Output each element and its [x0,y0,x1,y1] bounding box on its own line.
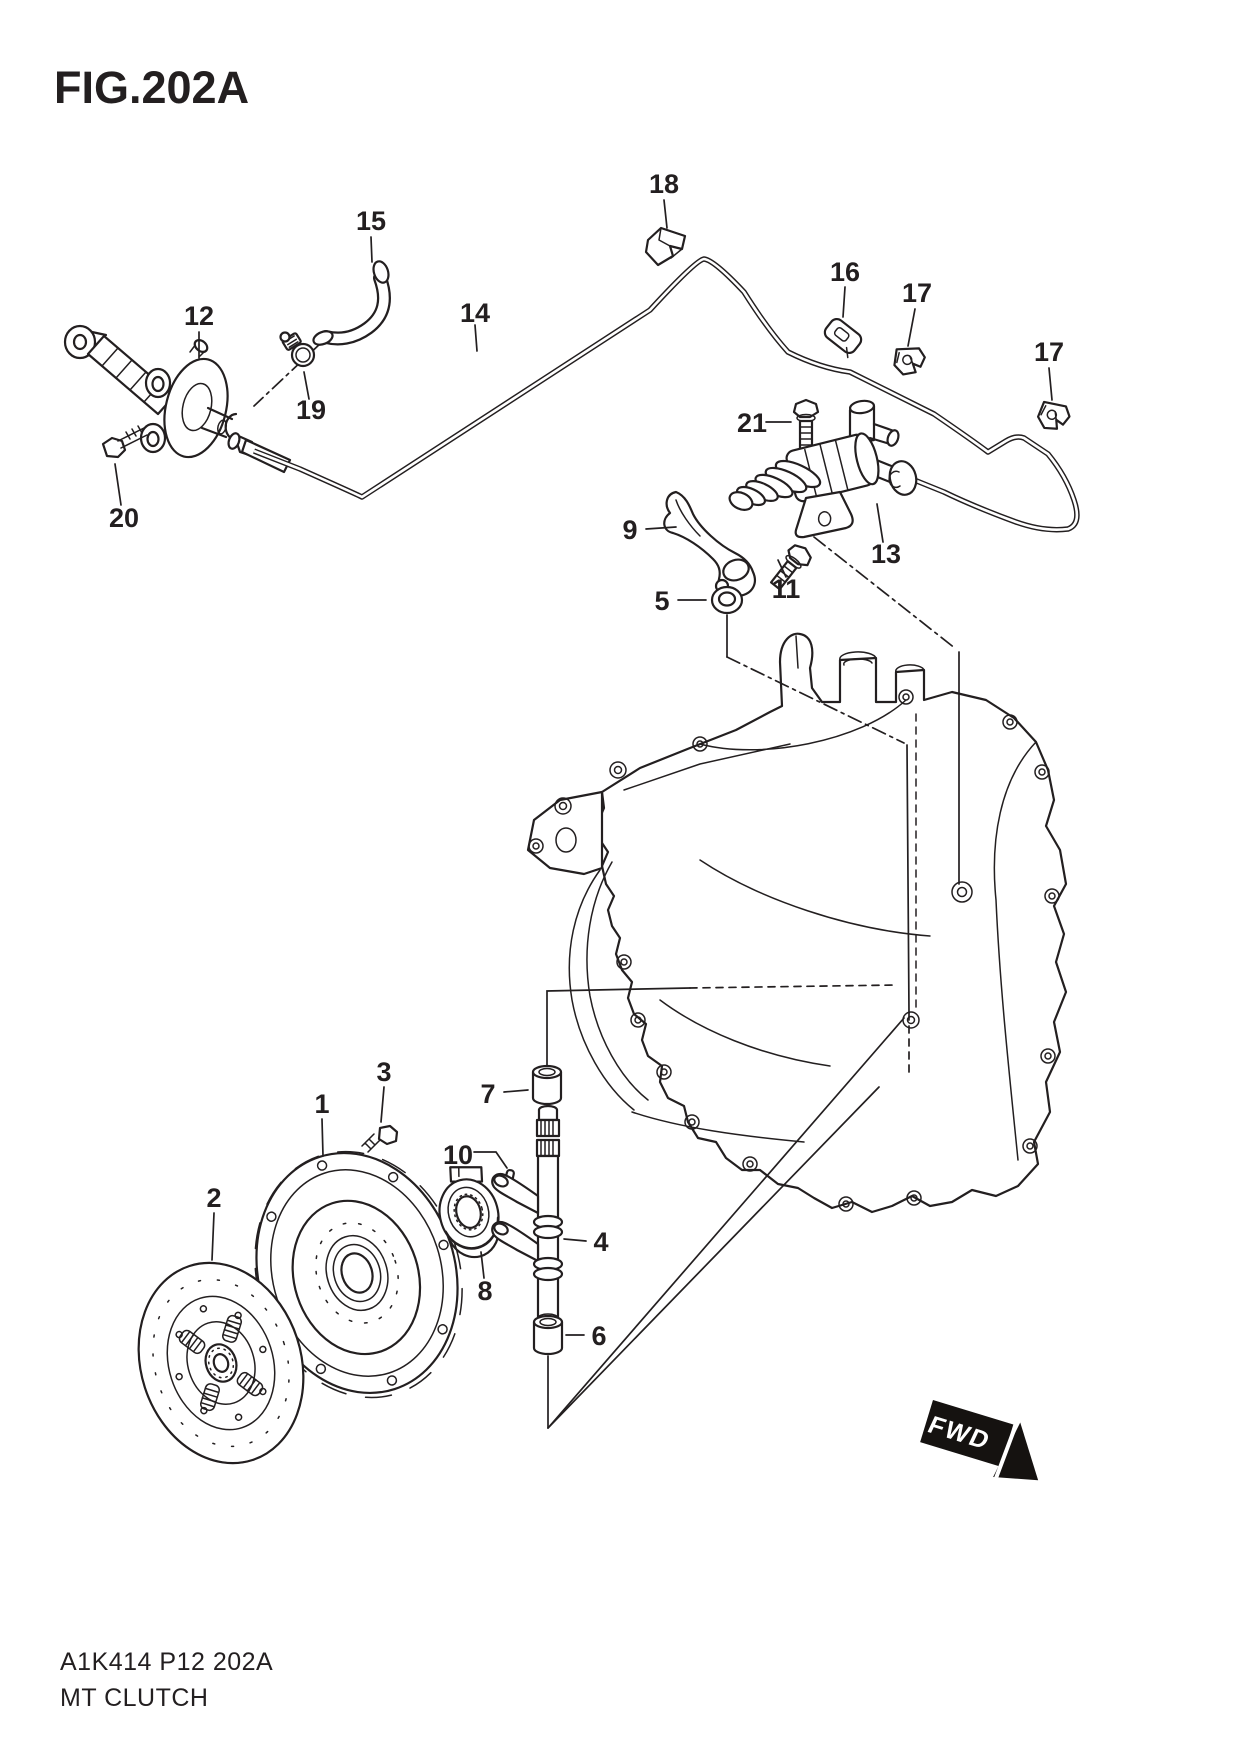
fork-arm-upper [491,1172,540,1215]
callout-2: 2 [206,1183,221,1213]
callout-17b: 17 [1034,337,1064,367]
callout-12: 12 [184,301,214,331]
bushing-6 [532,1314,564,1356]
pipe-clamp-18 [644,226,687,267]
callout-15: 15 [356,206,386,236]
callout-14: 14 [460,298,490,328]
bolt-21 [792,398,820,452]
callout-21: 21 [737,408,767,438]
clutch-hose [312,260,391,346]
callout-leader-lines [114,199,1053,1336]
callout-19: 19 [296,395,326,425]
fwd-box [920,1400,1014,1467]
callout-labels: 1 2 3 4 5 6 7 8 9 10 11 12 13 14 15 16 1… [109,169,1064,1351]
pipe-clamp-17b [1033,397,1074,437]
fwd-direction-marker: FWD [920,1400,1039,1481]
seal-ring-5 [710,585,744,615]
release-bearing [438,1166,500,1259]
transmission-case [526,632,1068,1214]
callout-11: 11 [772,574,801,604]
callout-4: 4 [593,1227,608,1257]
callout-7: 7 [480,1079,495,1109]
release-fork-shaft [491,1104,564,1323]
callout-3: 3 [376,1057,391,1087]
bolt-11 [769,544,812,591]
case-bolt-bosses [528,689,1060,1212]
clutch-master-cylinder [63,324,239,459]
figure-caption: MT CLUTCH [60,1684,209,1712]
fwd-arrowhead-icon [993,1422,1039,1481]
callout-13: 13 [871,539,901,569]
clutch-pipe [227,256,1080,533]
callout-16: 16 [830,257,860,287]
bushing-7 [531,1064,563,1106]
callout-20: 20 [109,503,139,533]
callout-18: 18 [649,169,679,199]
location-leader-lines [253,341,960,1429]
mounting-bolt-20 [101,425,148,459]
callout-9: 9 [622,515,637,545]
cover-bolt-3 [361,1124,399,1153]
callout-6: 6 [591,1321,606,1351]
callout-10: 10 [443,1140,473,1170]
callout-8: 8 [477,1276,492,1306]
pipe-clamp-17a [892,344,928,379]
clutch-disc [137,1261,305,1465]
pipe-clamp-16 [823,317,863,359]
callout-17a: 17 [902,278,932,308]
callout-5: 5 [654,586,669,616]
callout-1: 1 [314,1089,329,1119]
figure-code: A1K414 P12 202A [60,1648,274,1676]
hose-clamp-19 [279,331,316,368]
figure-title: FIG.202A [54,62,250,113]
clutch-slave-cylinder [728,399,918,539]
release-arm [663,490,756,598]
fork-arm-lower [491,1220,540,1263]
